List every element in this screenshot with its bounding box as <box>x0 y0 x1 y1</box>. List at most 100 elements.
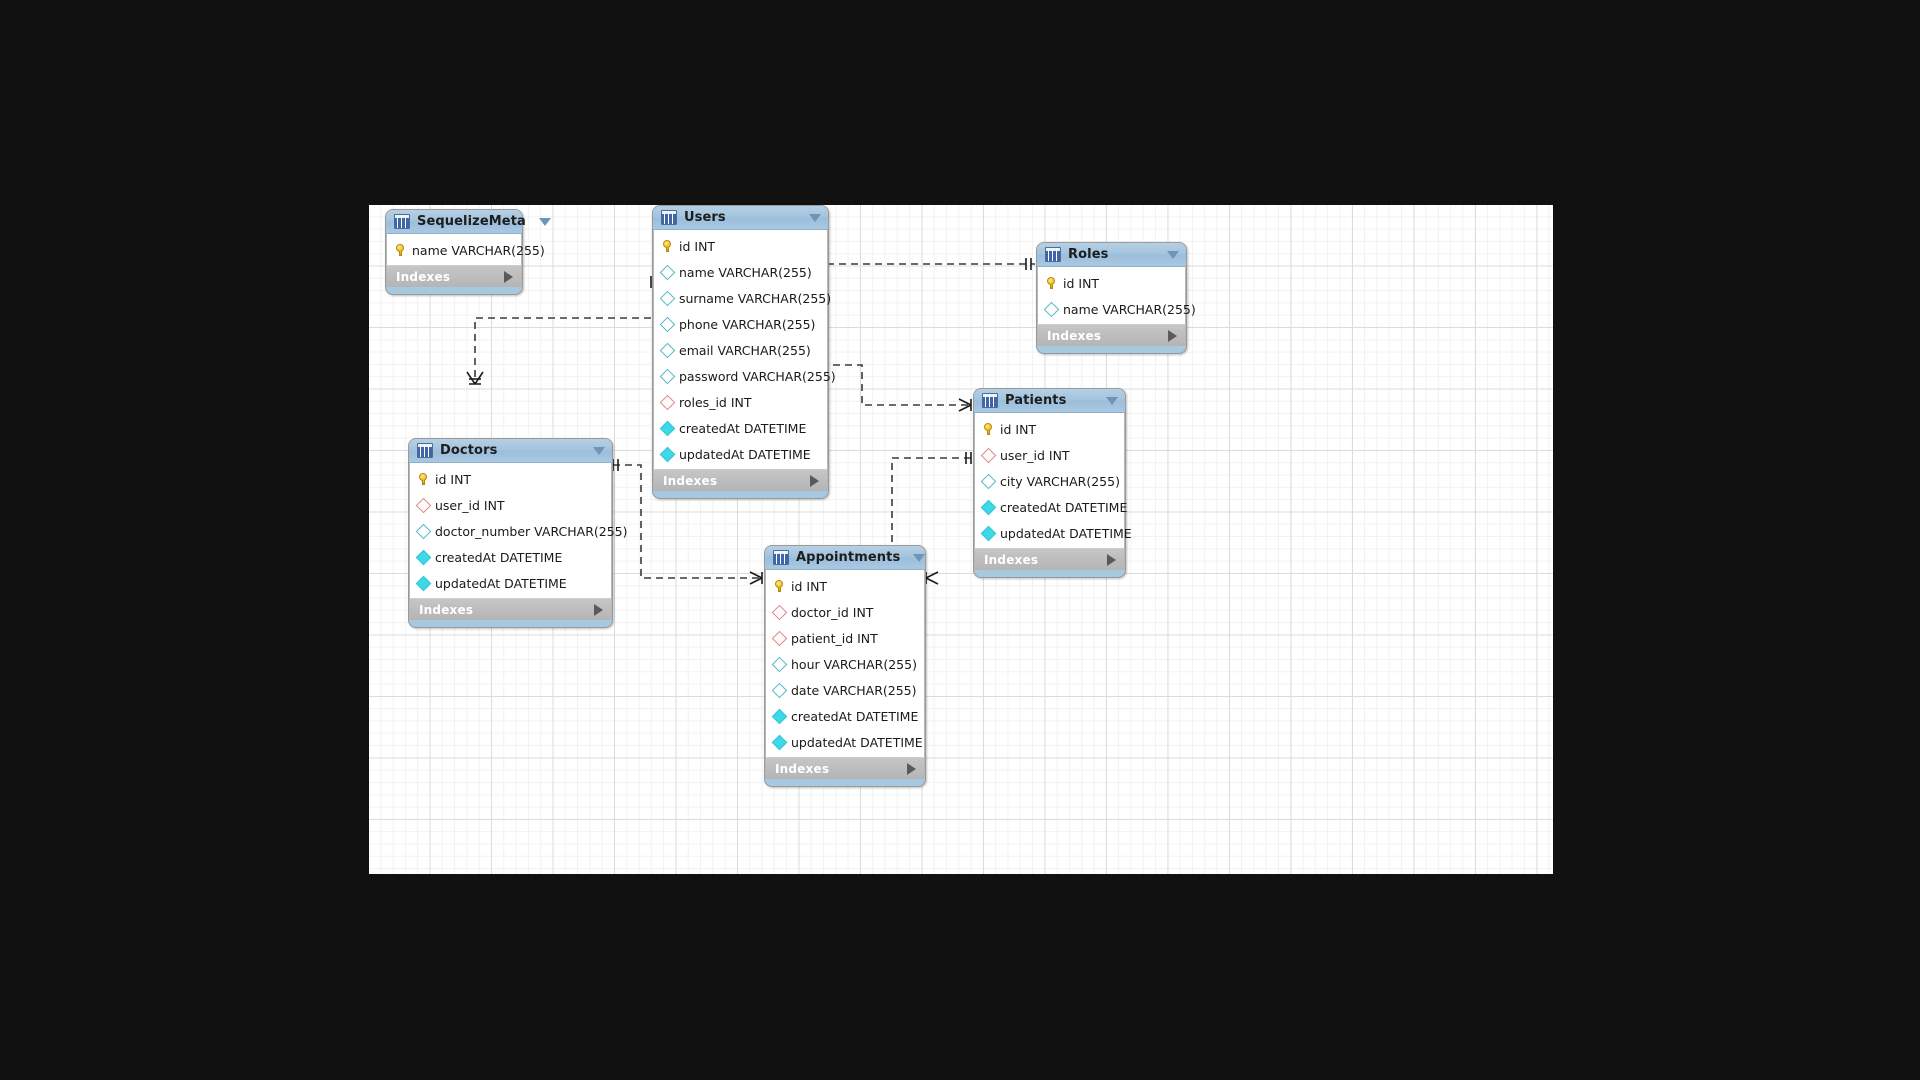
field-label: id INT <box>679 238 716 254</box>
field-row[interactable]: updatedAt DATETIME <box>766 729 924 755</box>
key-icon <box>395 244 406 256</box>
key-icon <box>774 580 785 592</box>
field-row[interactable]: user_id INT <box>975 442 1124 468</box>
field-row[interactable]: name VARCHAR(255) <box>387 237 545 263</box>
field-row[interactable]: updatedAt DATETIME <box>975 520 1132 546</box>
field-row[interactable]: updatedAt DATETIME <box>654 441 827 467</box>
diamond-teal-icon <box>659 290 676 306</box>
field-row[interactable]: id INT <box>766 573 924 599</box>
chevron-right-icon[interactable] <box>907 762 916 775</box>
field-row[interactable]: patient_id INT <box>766 625 924 651</box>
field-label: name VARCHAR(255) <box>412 242 545 258</box>
chevron-right-icon[interactable] <box>594 603 603 616</box>
field-row[interactable]: createdAt DATETIME <box>766 703 924 729</box>
table-roles[interactable]: Roles id INT name VARCHAR(255) Indexes <box>1036 242 1196 354</box>
field-row[interactable]: doctor_id INT <box>766 599 924 625</box>
field-row[interactable]: id INT <box>1038 270 1185 296</box>
field-row[interactable]: createdAt DATETIME <box>975 494 1128 520</box>
table-doctors[interactable]: Doctors id INT user_id INT doctor_number… <box>408 438 628 628</box>
chevron-down-icon[interactable] <box>809 213 821 222</box>
diamond-teal-icon <box>1043 301 1060 317</box>
field-label: email VARCHAR(255) <box>679 342 811 358</box>
table-icon <box>982 393 998 408</box>
field-row[interactable]: city VARCHAR(255) <box>975 468 1124 494</box>
indexes-bar[interactable]: Indexes <box>765 757 925 779</box>
diamond-filled-icon <box>980 525 997 541</box>
field-row[interactable]: surname VARCHAR(255) <box>654 285 831 311</box>
indexes-bar[interactable]: Indexes <box>386 265 522 287</box>
key-icon <box>418 473 429 485</box>
table-patients[interactable]: Patients id INT user_id INT city VARCHAR… <box>973 388 1132 578</box>
table-icon <box>417 443 433 458</box>
chevron-down-icon[interactable] <box>1167 250 1179 259</box>
field-label: createdAt DATETIME <box>679 420 807 436</box>
table-users[interactable]: Users id INT name VARCHAR(255) surname V… <box>652 205 836 499</box>
table-header[interactable]: Users <box>653 206 828 230</box>
chevron-right-icon[interactable] <box>1107 553 1116 566</box>
chevron-down-icon[interactable] <box>913 553 926 562</box>
table-header[interactable]: Doctors <box>409 439 612 463</box>
field-label: patient_id INT <box>791 630 878 646</box>
table-header[interactable]: Patients <box>974 389 1125 413</box>
field-label: hour VARCHAR(255) <box>791 656 917 672</box>
indexes-bar[interactable]: Indexes <box>1037 324 1186 346</box>
field-row[interactable]: id INT <box>975 416 1124 442</box>
field-label: createdAt DATETIME <box>1000 499 1128 515</box>
crowfoot-patients <box>958 398 972 412</box>
diamond-red-icon <box>659 394 676 410</box>
table-header[interactable]: Roles <box>1037 243 1186 267</box>
field-label: doctor_number VARCHAR(255) <box>435 523 628 539</box>
crowfoot-doctors <box>466 371 484 385</box>
field-row[interactable]: createdAt DATETIME <box>410 544 611 570</box>
field-row[interactable]: date VARCHAR(255) <box>766 677 924 703</box>
diamond-red-icon <box>771 630 788 646</box>
table-header[interactable]: SequelizeMeta <box>386 210 551 234</box>
field-row[interactable]: roles_id INT <box>654 389 827 415</box>
link-doctors-appointments <box>613 464 762 579</box>
indexes-label: Indexes <box>419 602 474 617</box>
table-icon <box>661 210 677 225</box>
chevron-down-icon[interactable] <box>593 446 605 455</box>
indexes-label: Indexes <box>1047 328 1102 343</box>
field-label: date VARCHAR(255) <box>791 682 917 698</box>
field-list: id INT name VARCHAR(255) surname VARCHAR… <box>653 230 836 469</box>
field-label: id INT <box>791 578 828 594</box>
table-sequelizemeta[interactable]: SequelizeMeta name VARCHAR(255) Indexes <box>385 209 551 295</box>
onemark-roles <box>1025 258 1032 270</box>
field-row[interactable]: user_id INT <box>410 492 611 518</box>
chevron-down-icon[interactable] <box>538 217 551 226</box>
table-header[interactable]: Appointments <box>765 546 926 570</box>
indexes-label: Indexes <box>984 552 1039 567</box>
diamond-filled-icon <box>771 708 788 724</box>
chevron-right-icon[interactable] <box>504 270 513 283</box>
field-row[interactable]: id INT <box>654 233 827 259</box>
field-row[interactable]: password VARCHAR(255) <box>654 363 836 389</box>
er-diagram-canvas[interactable]: SequelizeMeta name VARCHAR(255) Indexes … <box>369 205 1553 874</box>
indexes-bar[interactable]: Indexes <box>974 548 1125 570</box>
field-list: name VARCHAR(255) <box>386 234 545 265</box>
field-row[interactable]: email VARCHAR(255) <box>654 337 827 363</box>
diamond-filled-icon <box>659 420 676 436</box>
field-row[interactable]: updatedAt DATETIME <box>410 570 611 596</box>
field-row[interactable]: hour VARCHAR(255) <box>766 651 924 677</box>
indexes-bar[interactable]: Indexes <box>653 469 828 491</box>
field-label: user_id INT <box>435 497 505 513</box>
chevron-down-icon[interactable] <box>1106 396 1118 405</box>
link-users-patients <box>797 364 971 406</box>
field-row[interactable]: name VARCHAR(255) <box>654 259 827 285</box>
table-appointments[interactable]: Appointments id INT doctor_id INT patien… <box>764 545 926 787</box>
field-label: id INT <box>1000 421 1037 437</box>
table-icon <box>1045 247 1061 262</box>
chevron-right-icon[interactable] <box>810 474 819 487</box>
field-label: id INT <box>435 471 472 487</box>
indexes-bar[interactable]: Indexes <box>409 598 612 620</box>
field-label: name VARCHAR(255) <box>1063 301 1196 317</box>
field-row[interactable]: id INT <box>410 466 611 492</box>
field-label: createdAt DATETIME <box>435 549 563 565</box>
field-row[interactable]: phone VARCHAR(255) <box>654 311 827 337</box>
field-row[interactable]: createdAt DATETIME <box>654 415 827 441</box>
chevron-right-icon[interactable] <box>1168 329 1177 342</box>
key-icon <box>662 240 673 252</box>
field-row[interactable]: name VARCHAR(255) <box>1038 296 1196 322</box>
field-row[interactable]: doctor_number VARCHAR(255) <box>410 518 628 544</box>
